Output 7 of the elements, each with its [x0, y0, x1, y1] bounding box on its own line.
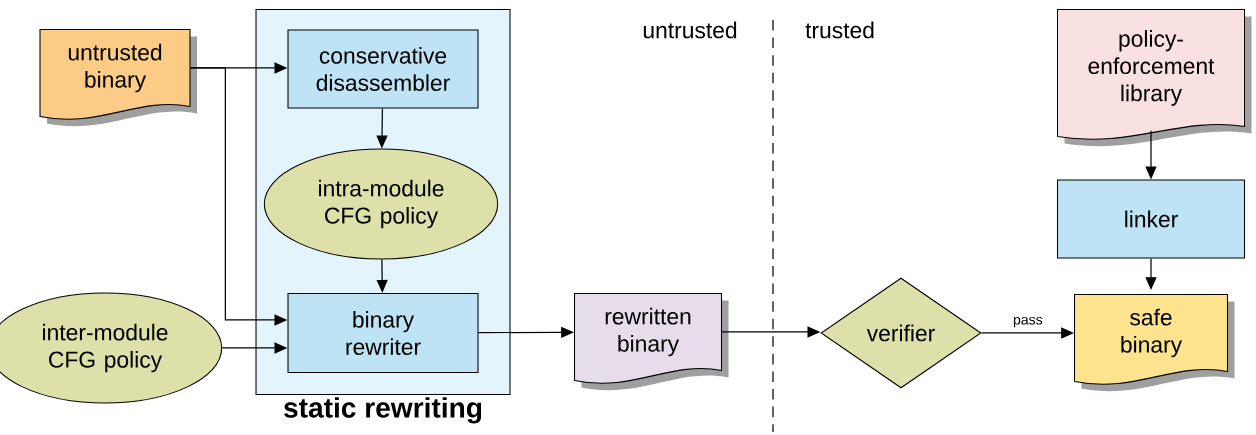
region-label: untrusted: [643, 21, 737, 39]
region-label: trusted: [805, 21, 874, 39]
node-label: static rewriting: [284, 397, 482, 424]
process-box: linker: [1057, 179, 1246, 259]
process-box: binary rewriter: [287, 292, 479, 373]
process-box: conservative disassembler: [287, 29, 479, 109]
edge-label: pass: [1011, 315, 1045, 330]
